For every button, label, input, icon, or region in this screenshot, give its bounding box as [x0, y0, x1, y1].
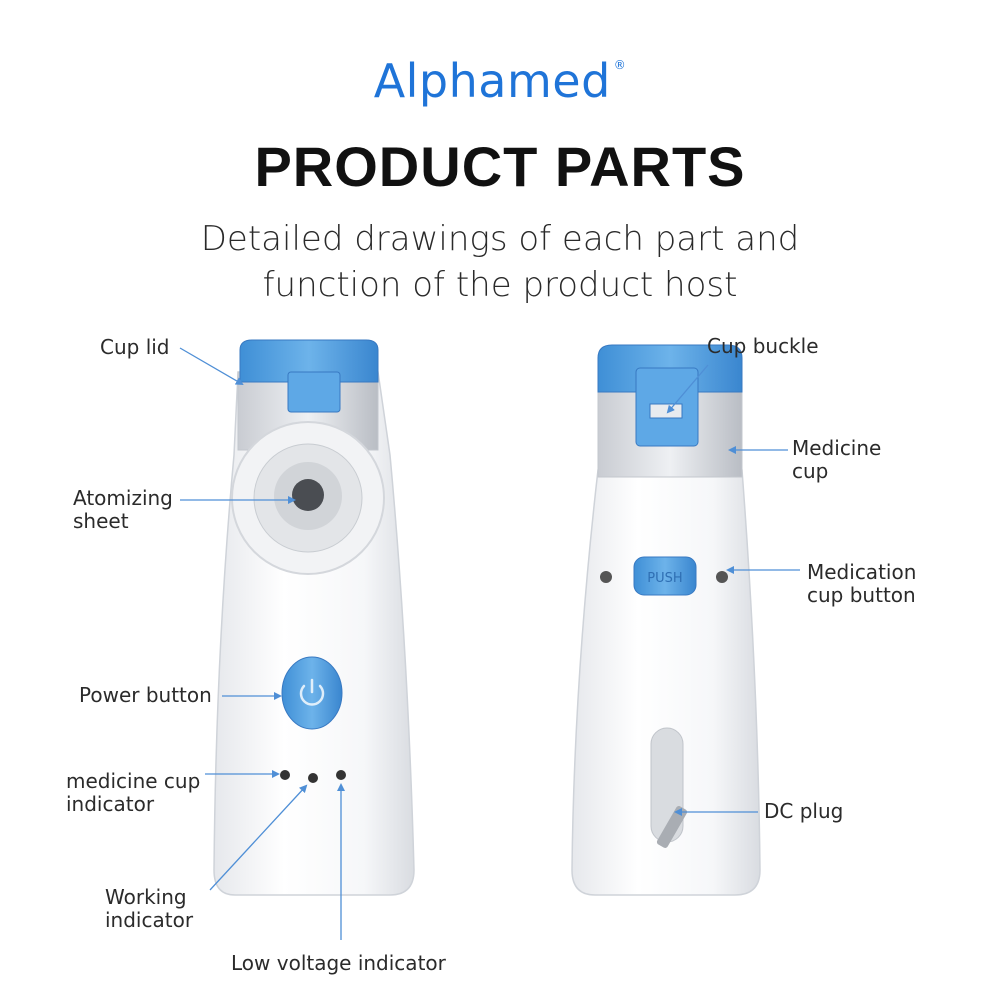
power-icon [299, 678, 325, 706]
registered-mark: ® [613, 58, 627, 72]
brand-logo: Alphamed® [0, 54, 1000, 108]
label-atomizing-sheet: Atomizing sheet [73, 487, 173, 533]
label-medication-cup-button: Medication cup button [807, 561, 916, 607]
label-cup-lid: Cup lid [100, 335, 170, 359]
front-cup-lid [239, 339, 379, 383]
medicine-cup-indicator-led [280, 770, 290, 780]
device-front [213, 339, 415, 896]
label-medicine-indicator-line-1: medicine cup [66, 769, 201, 793]
label-cup-buckle: Cup buckle [707, 334, 819, 358]
label-working-line-1: Working [105, 885, 187, 909]
dc-plug-tab [656, 806, 688, 848]
back-body [571, 469, 761, 896]
label-low-voltage-indicator: Low voltage indicator [231, 951, 446, 975]
label-atomizing-line-1: Atomizing [73, 486, 173, 510]
label-power-button: Power button [79, 683, 212, 707]
arrow-icon [666, 364, 709, 414]
label-medicine-indicator-line-2: indicator [66, 792, 155, 816]
back-right-hole [716, 571, 728, 583]
label-dc-plug: DC plug [764, 799, 844, 823]
page-title: PRODUCT PARTS [254, 135, 746, 198]
page-subtitle: Detailed drawings of each part and funct… [0, 216, 1000, 308]
subtitle-line-1: Detailed drawings of each part and [200, 219, 800, 259]
callout-arrows [179, 347, 800, 940]
medication-cup-push-button [633, 556, 697, 596]
front-lid-clip [287, 371, 341, 413]
label-medication-button-line-1: Medication [807, 560, 917, 584]
label-medicine-cup-line-2: cup [792, 459, 829, 483]
back-left-hole [600, 571, 612, 583]
label-working-indicator: Working indicator [105, 886, 193, 932]
arrow-icon [179, 347, 244, 386]
label-medicine-cup: Medicine cup [792, 437, 881, 483]
label-atomizing-line-2: sheet [73, 509, 129, 533]
device-back: PUSH [571, 344, 761, 896]
back-buckle-slot [649, 403, 683, 419]
label-working-line-2: indicator [105, 908, 194, 932]
push-text: PUSH [647, 571, 682, 586]
low-voltage-indicator-led [336, 770, 346, 780]
label-medication-button-line-2: cup button [807, 583, 916, 607]
brand-name: Alphamed [373, 54, 611, 108]
label-medicine-cup-indicator: medicine cup indicator [66, 770, 200, 816]
subtitle-line-2: function of the product host [262, 265, 738, 305]
arrow-icon [209, 784, 308, 891]
label-medicine-cup-line-1: Medicine [792, 436, 882, 460]
working-indicator-led [308, 773, 318, 783]
front-atomizing-sheet [292, 479, 324, 511]
